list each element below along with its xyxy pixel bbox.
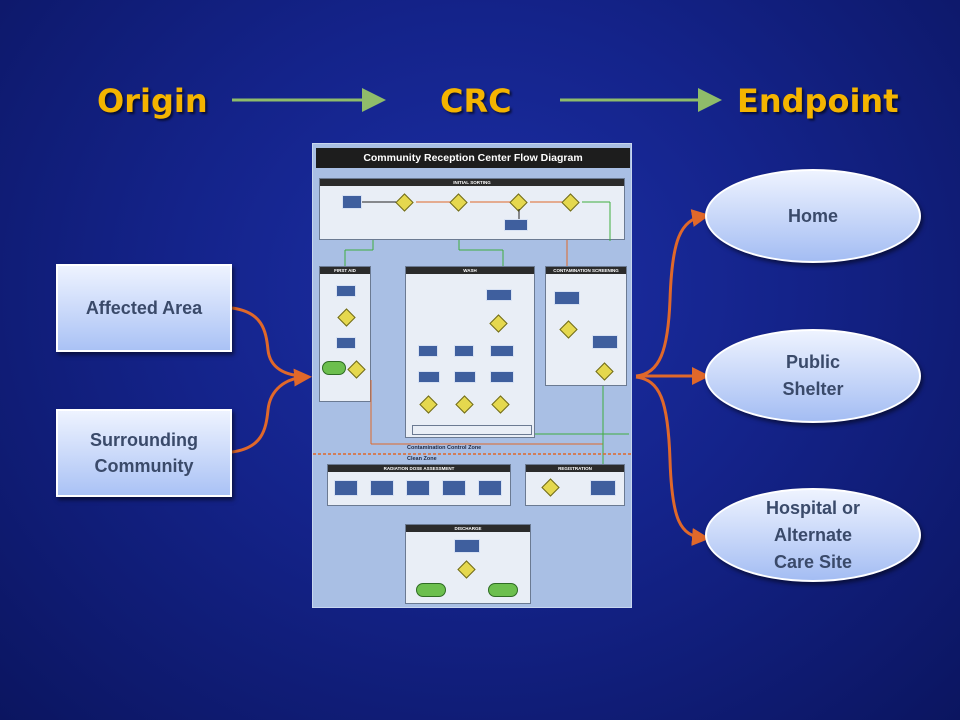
hospital-connector — [635, 375, 710, 546]
flow-node — [486, 289, 512, 301]
section-radiation-dose-assessment-title: RADIATION DOSE ASSESSMENT — [328, 465, 510, 472]
origin-header: Origin — [97, 82, 208, 120]
crc-flow-diagram: Community Reception Center Flow Diagram … — [312, 143, 632, 608]
affected-area-box: Affected Area — [56, 264, 232, 352]
flow-node — [418, 371, 440, 383]
flow-node — [504, 219, 528, 231]
flow-diagram-title: Community Reception Center Flow Diagram — [316, 148, 630, 168]
flow-node — [490, 371, 514, 383]
endpoint-header: Endpoint — [737, 82, 899, 120]
home-connector — [635, 209, 710, 378]
flow-lines — [362, 201, 611, 241]
flow-note — [412, 425, 532, 435]
flow-exit — [416, 583, 446, 597]
section-contamination-screening: CONTAMINATION SCREENING — [545, 266, 627, 386]
flow-node — [406, 480, 430, 496]
section-first-aid: FIRST AID — [319, 266, 371, 402]
section-wash: WASH — [405, 266, 535, 438]
flow-node — [334, 480, 358, 496]
flow-node — [478, 480, 502, 496]
section-radiation-dose-assessment: RADIATION DOSE ASSESSMENT — [327, 464, 511, 506]
section-registration: REGISTRATION — [525, 464, 625, 506]
surrounding-connector — [231, 368, 312, 454]
crc-header: CRC — [440, 82, 512, 120]
flow-decision — [541, 478, 560, 497]
section-registration-title: REGISTRATION — [526, 465, 624, 472]
section-wash-title: WASH — [406, 267, 534, 274]
surrounding-community-box: Surrounding Community — [56, 409, 232, 497]
flow-node — [454, 539, 480, 553]
section-contamination-screening-title: CONTAMINATION SCREENING — [546, 267, 626, 274]
flow-node — [592, 335, 618, 349]
contamination-control-zone-label: Contamination Control Zone — [407, 445, 482, 451]
flow-node — [342, 195, 362, 209]
clean-zone-label: Clean Zone — [407, 456, 437, 462]
hospital-endpoint: Hospital or Alternate Care Site — [705, 488, 921, 582]
section-discharge: DISCHARGE — [405, 524, 531, 604]
flow-node — [454, 371, 476, 383]
section-initial-sorting: INITIAL SORTING — [319, 178, 625, 241]
flow-node — [554, 291, 580, 305]
flow-node — [490, 345, 514, 357]
flow-node — [370, 480, 394, 496]
flow-node — [454, 345, 474, 357]
home-endpoint: Home — [705, 169, 921, 263]
flow-crossing-lines — [313, 240, 631, 474]
flow-exit — [488, 583, 518, 597]
flow-node — [442, 480, 466, 496]
flow-exit — [322, 361, 346, 375]
section-initial-sorting-title: INITIAL SORTING — [320, 179, 624, 186]
affected-connector — [231, 306, 307, 378]
flow-node — [336, 337, 356, 349]
section-first-aid-title: FIRST AID — [320, 267, 370, 274]
section-discharge-title: DISCHARGE — [406, 525, 530, 532]
flow-node — [418, 345, 438, 357]
flow-node — [590, 480, 616, 496]
flow-node — [336, 285, 356, 297]
flow-decision — [457, 560, 476, 579]
public-shelter-endpoint: Public Shelter — [705, 329, 921, 423]
